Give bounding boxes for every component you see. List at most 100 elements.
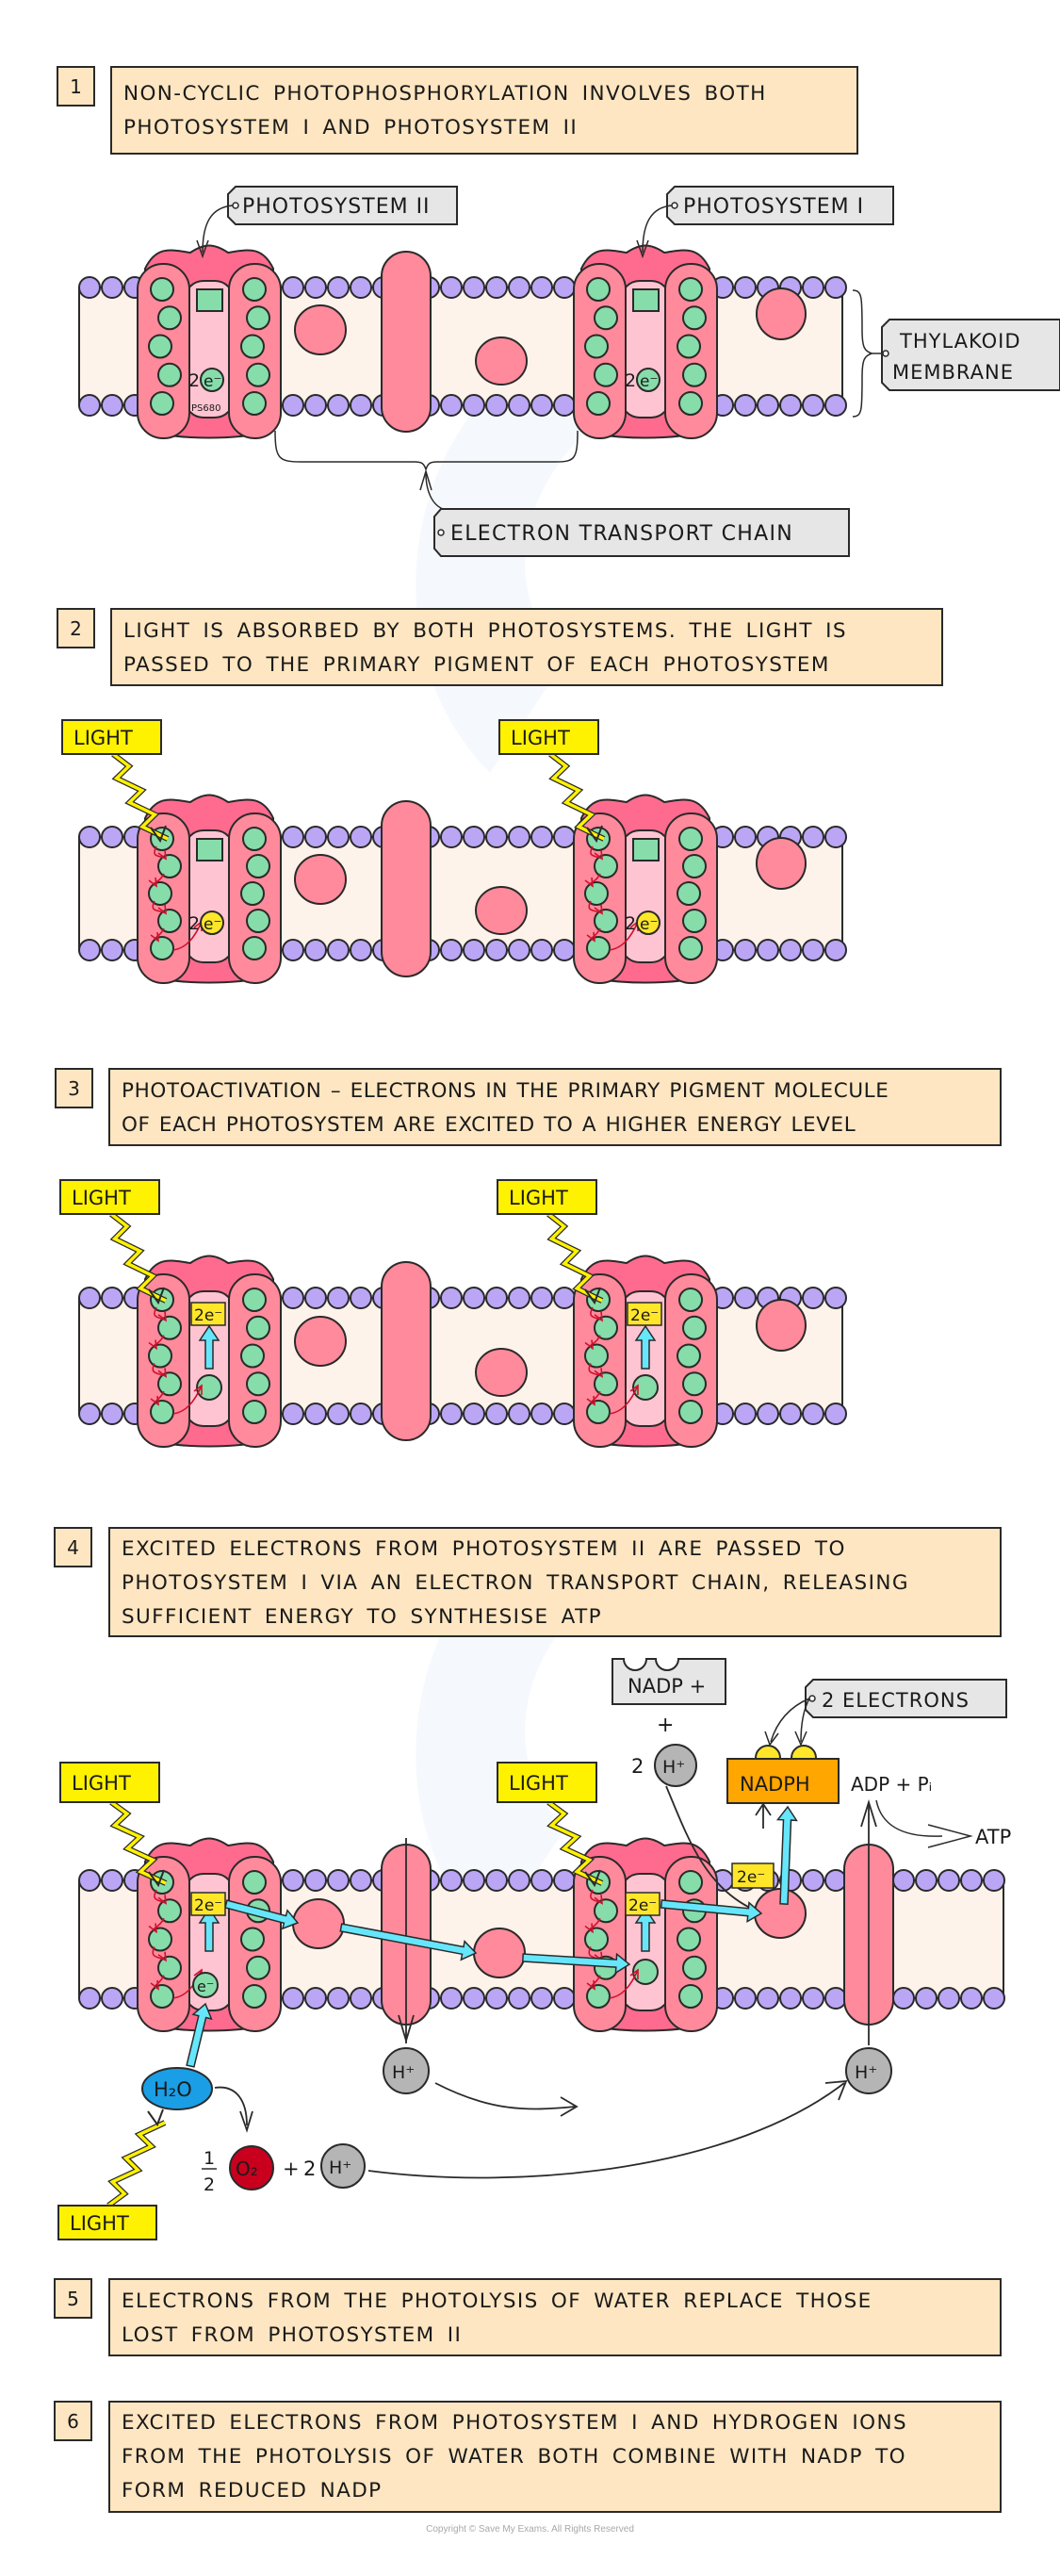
accessory-pigment <box>586 1984 611 2009</box>
proton-arrowhead <box>860 1798 877 1828</box>
ps2-replacement-electron: e⁻ <box>192 1972 219 1998</box>
electron-carrier <box>756 287 807 340</box>
photosystem-i <box>573 1255 718 1448</box>
step-5-caption: ELECTRONS FROM THE PHOTOLYSIS OF WATER R… <box>108 2278 1002 2356</box>
lipid-head <box>757 1403 779 1425</box>
accessory-pigment <box>150 391 174 416</box>
lipid-head <box>960 1987 983 2010</box>
accessory-pigment <box>586 1400 611 1424</box>
electron-carrier <box>475 886 528 935</box>
diagram-step-3: LIGHT LIGHT 2e⁻ 2e⁻ <box>59 1179 847 1448</box>
light-ray-arrowhead <box>147 2108 164 2127</box>
lipid-head <box>350 1869 372 1892</box>
light-source-ps1: LIGHT <box>497 1179 597 1215</box>
step-6-caption: EXCITED ELECTRONS FROM PHOTOSYSTEM I AND… <box>108 2401 1002 2513</box>
lipid-head <box>304 1403 327 1425</box>
accessory-pigment <box>157 305 182 331</box>
lipid-head <box>304 939 327 961</box>
lipid-head <box>779 1403 802 1425</box>
energy-transfer-arrows <box>148 1889 203 1999</box>
lipid-head <box>78 1403 101 1425</box>
transfer-arrowhead <box>594 1311 603 1322</box>
transfer-arrowhead <box>586 1979 595 1991</box>
accessory-pigment <box>148 334 172 359</box>
lipid-head <box>779 394 802 417</box>
light-source-photolysis: LIGHT <box>57 2205 157 2240</box>
electron-symbol: e⁻ <box>197 1977 214 1995</box>
accessory-pigment <box>678 277 703 302</box>
lipid-head <box>327 939 350 961</box>
lipid-head <box>530 1403 553 1425</box>
primary-pigment <box>632 288 660 312</box>
transfer-arrow <box>172 1385 203 1415</box>
two-electrons-text: 2 ELECTRONS <box>822 1689 970 1712</box>
electron-symbol: e⁻ <box>204 915 221 934</box>
light-label: LIGHT <box>511 727 570 749</box>
lipid-head <box>304 826 327 848</box>
lipid-head <box>304 1869 327 1892</box>
accessory-pigment <box>678 827 703 851</box>
light-box <box>497 1762 597 1803</box>
light-label: LIGHT <box>72 1772 131 1795</box>
lipid-head <box>440 1287 463 1309</box>
step-4-caption: EXCITED ELECTRONS FROM PHOTOSYSTEM II AR… <box>108 1527 1002 1637</box>
electron-transport-chain-label: ELECTRON TRANSPORT CHAIN <box>274 430 850 557</box>
accessory-pigment <box>157 854 182 878</box>
accessory-pigment <box>242 391 267 416</box>
light-ray-outline <box>106 2120 167 2208</box>
lipid-head <box>824 394 847 417</box>
primary-pigment <box>196 838 223 861</box>
lipid-head <box>734 394 757 417</box>
hydrogen-ion-label: H⁺ <box>662 1757 685 1778</box>
lipid-head <box>78 394 101 417</box>
photosystem-ii <box>137 1837 282 2032</box>
lipid-head <box>304 276 327 299</box>
step-2-caption: LIGHT IS ABSORBED BY BOTH PHOTOSYSTEMS. … <box>110 608 943 686</box>
light-label: LIGHT <box>509 1187 568 1209</box>
lipid-head <box>350 276 372 299</box>
lipid-head <box>508 276 530 299</box>
light-ray <box>109 1211 168 1305</box>
lipid-head <box>78 1287 101 1309</box>
accessory-pigment <box>678 936 703 960</box>
photosystem-ii-label: PHOTOSYSTEM II <box>196 186 458 259</box>
hydrogen-ion-label: H⁺ <box>392 2062 415 2083</box>
light-ray-fill <box>548 752 605 841</box>
accessory-pigment <box>246 1371 270 1397</box>
light-ray-fill <box>546 1800 603 1885</box>
lipid-head <box>463 1287 485 1309</box>
accessory-pigment <box>682 1371 707 1397</box>
hydrogen-ion-icon <box>320 2143 366 2189</box>
transfer-arrowhead <box>157 1951 167 1962</box>
light-source-ps2: LIGHT <box>61 719 162 755</box>
electron-symbol: e⁻ <box>640 915 658 934</box>
transfer-arrowhead <box>150 1395 159 1406</box>
step-4-number: 4 <box>54 1527 92 1567</box>
lipid-head <box>824 1987 847 2010</box>
transfer-arrowhead <box>584 1923 594 1934</box>
excited-electron-text: 2e⁻ <box>630 1306 659 1325</box>
lipid-head <box>530 1287 553 1309</box>
lipid-head <box>802 394 824 417</box>
electron-carrier <box>475 336 528 386</box>
ps2-excited-electron-label: 2e⁻ <box>190 1892 226 1916</box>
lipid-head <box>802 1403 824 1425</box>
transfer-arrowhead <box>150 931 159 943</box>
diagram-step-1: PHOTOSYSTEM II PHOTOSYSTEM I THYLAKOID M… <box>78 186 1060 557</box>
accessory-pigment <box>246 1315 270 1340</box>
lipid-head <box>485 1403 508 1425</box>
accessory-pigment <box>242 1288 267 1312</box>
electron-count: 2 <box>625 370 636 391</box>
caption-line: EXCITED ELECTRONS FROM PHOTOSYSTEM II AR… <box>122 1537 846 1561</box>
electron-flow-arrow <box>339 1923 478 1961</box>
accessory-pigment <box>150 1984 174 2009</box>
energy-transfer-arrows <box>584 1889 639 1999</box>
light-ray <box>546 1211 604 1305</box>
lipid-head <box>282 1287 304 1309</box>
atp-label: ATP <box>975 1826 1011 1848</box>
lipid-head <box>282 1869 304 1892</box>
lipid-head <box>327 394 350 417</box>
lipid-head <box>757 1987 779 2010</box>
accessory-pigment <box>246 909 270 933</box>
accessory-pigment <box>682 362 707 387</box>
